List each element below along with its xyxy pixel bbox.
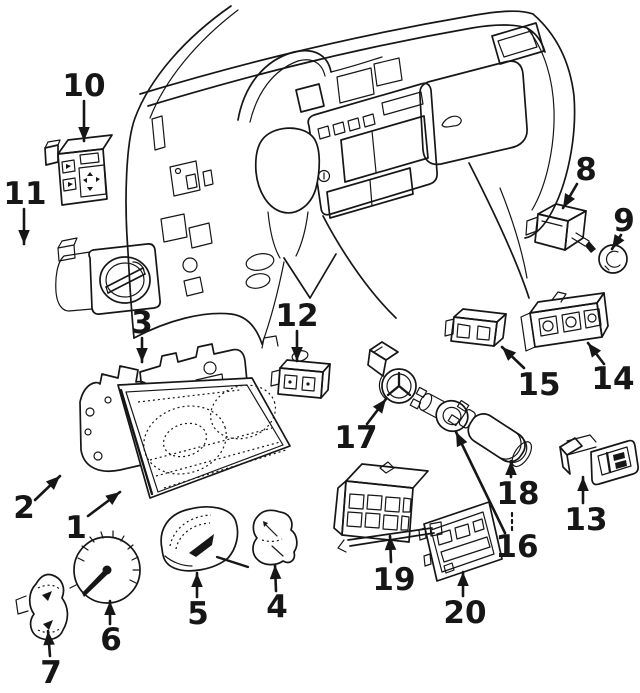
part-7-fuel-temp-gauge — [15, 573, 69, 641]
callout-label-12: 12 — [275, 298, 318, 334]
arrowhead — [502, 347, 517, 361]
arrowhead — [384, 536, 397, 551]
part-15-small-switch — [444, 308, 507, 347]
glovebox-handle-icon — [441, 115, 462, 128]
callout-label-5: 5 — [187, 596, 209, 632]
leader-16 — [454, 430, 507, 535]
part-6-tachometer-gauge — [69, 530, 141, 604]
arrowhead — [505, 461, 517, 475]
part-13-indicator-switch — [559, 434, 639, 486]
a-pillar-line — [125, 5, 232, 339]
steering-column — [267, 169, 331, 259]
dashboard-illustration — [125, 5, 576, 345]
callout-label-16: 16 — [495, 529, 538, 565]
callout-label-17: 17 — [334, 420, 377, 456]
arrowhead — [191, 573, 203, 587]
callout-label-10: 10 — [62, 68, 105, 104]
callout-label-6: 6 — [100, 622, 122, 658]
callout-label-20: 20 — [443, 595, 486, 631]
callout-leaders — [18, 99, 625, 658]
callout-label-9: 9 — [613, 203, 635, 239]
callout-label-11: 11 — [3, 176, 46, 212]
callout-label-19: 19 — [372, 562, 415, 598]
callout-labels: 1 2 3 4 5 6 7 8 9 10 11 12 13 14 15 16 1… — [3, 68, 634, 691]
callout-label-1: 1 — [65, 510, 87, 546]
callout-label-3: 3 — [131, 305, 153, 341]
arrowhead — [456, 432, 468, 448]
part-4-small-gauge — [252, 509, 298, 566]
ignition-switch — [317, 169, 331, 183]
arrowhead — [45, 476, 60, 490]
arrowhead — [457, 572, 469, 586]
callout-label-2: 2 — [13, 490, 35, 526]
callout-label-13: 13 — [564, 502, 607, 538]
part-19-switch-block — [333, 461, 443, 553]
arrowhead — [563, 192, 576, 208]
part-20-faceplate — [418, 501, 503, 582]
callout-label-8: 8 — [575, 152, 597, 188]
part-8-plunger-switch — [525, 203, 596, 253]
steering-hub — [254, 127, 321, 214]
callout-label-4: 4 — [266, 589, 288, 625]
arrowhead — [136, 348, 148, 362]
arrowhead — [612, 234, 625, 249]
center-stack — [307, 57, 438, 219]
instrument-cluster-assembly — [79, 335, 309, 499]
part-11-rotary-knob-switch — [55, 237, 161, 315]
part-14-triple-switch-panel — [520, 291, 609, 352]
arrowhead — [269, 565, 282, 580]
dash-top-edge — [139, 10, 534, 95]
arrowhead — [291, 347, 303, 361]
callout-label-15: 15 — [517, 367, 560, 403]
arrowhead — [372, 399, 386, 414]
arrowhead — [43, 631, 55, 646]
glovebox — [419, 60, 528, 166]
lighter-socket-shell — [409, 386, 469, 433]
callout-label-14: 14 — [591, 361, 634, 397]
callout-label-7: 7 — [40, 655, 62, 691]
part-1-cluster-lens — [117, 377, 291, 499]
arrowhead — [104, 601, 116, 615]
right-vent — [491, 22, 545, 65]
part-17-lighter-knob — [367, 341, 417, 404]
arrowhead — [18, 230, 30, 244]
part-5-speedometer-gauge — [160, 506, 250, 572]
arrowhead — [78, 127, 90, 141]
arrowhead — [588, 343, 602, 358]
arrowhead — [577, 477, 589, 491]
part-18-lighter-housing — [447, 399, 533, 468]
instrument-binnacle — [237, 49, 383, 123]
part-10-mirror-control-switch — [44, 134, 113, 206]
part-12-rocker-switch — [270, 359, 331, 399]
console-lines — [133, 162, 530, 345]
callout-label-18: 18 — [496, 476, 539, 512]
left-dash-details — [151, 115, 275, 297]
arrowhead — [105, 492, 120, 506]
dash-right-edge — [524, 13, 576, 239]
